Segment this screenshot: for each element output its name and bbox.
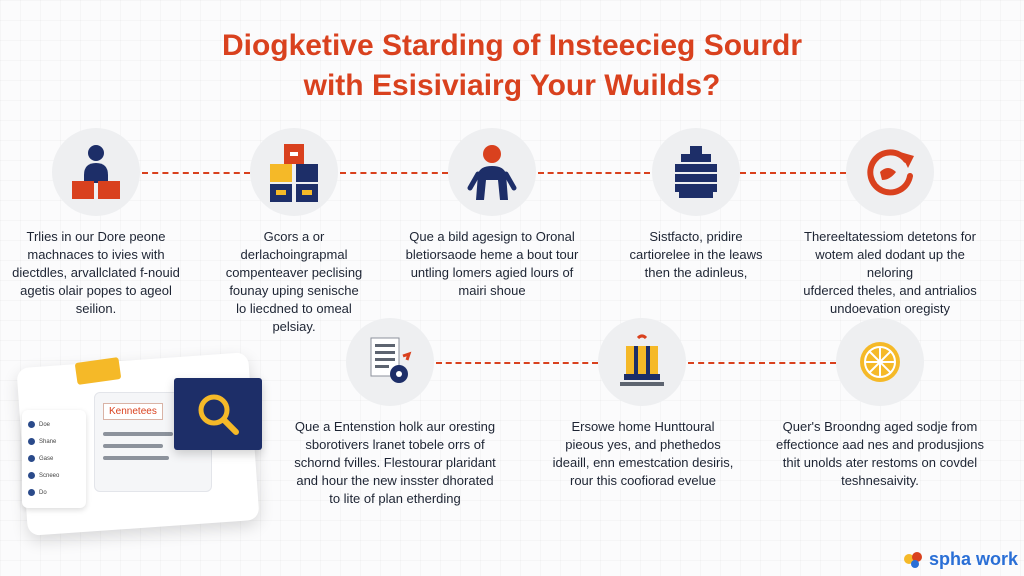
brand-mark-icon — [903, 551, 922, 568]
brand-logo: ѕpha work — [903, 549, 1018, 570]
list-item: Do — [28, 484, 80, 501]
step-5-icon-circle — [846, 128, 934, 216]
bullet-icon — [28, 472, 35, 479]
step-4-description: Sistfacto, pridire cartiorelee in the le… — [629, 229, 763, 280]
brand-name: ѕpha work — [928, 549, 1018, 569]
step-1-icon-circle — [52, 128, 140, 216]
person-icon — [467, 145, 517, 200]
list-item: Shane — [28, 433, 80, 450]
step-8-icon-circle — [836, 318, 924, 406]
text-line — [103, 444, 163, 448]
step-8-description: Quer's Broondng aged sodje from effectio… — [776, 419, 984, 488]
lightbulb-machine-icon — [620, 334, 664, 386]
step-7-description: Ersowe home Hunttoural pieous yes, and p… — [552, 419, 734, 488]
step-5-description: Thereeltatessiom detetons for wotem aled… — [803, 229, 977, 316]
step-2-description: Gcors a or derlachoingrapmal compenteave… — [225, 229, 363, 334]
step-7-icon-circle — [598, 318, 686, 406]
magnifier-card — [174, 378, 262, 450]
list-item: Doe — [28, 416, 80, 433]
person-on-boxes-icon — [72, 145, 120, 199]
list-item: Gase — [28, 450, 80, 467]
bullet-icon — [28, 455, 35, 462]
refresh-arrow-icon — [867, 149, 914, 196]
step-1-description: Trlies in our Dore peone machnaces to iv… — [12, 229, 180, 316]
step-6-icon-circle — [346, 318, 434, 406]
step-3-description: Que a bild agesign to Oronal bletiorsaod… — [405, 229, 579, 298]
list-item: Scneeo — [28, 467, 80, 484]
connector-bottom-2 — [688, 362, 836, 364]
bullet-icon — [28, 438, 35, 445]
bullet-icon — [28, 421, 35, 428]
step-6-description: Que a Entenstion holk aur oresting sboro… — [294, 419, 496, 506]
step-3-icon-circle — [448, 128, 536, 216]
page-title: Diogketive Starding of Insteecieg Sourdr… — [0, 26, 1024, 106]
magnifier-icon — [198, 394, 239, 435]
card-list-panel: Doe Shane Gase Scneeo Do — [22, 410, 86, 508]
title-line-2: with Esisiviairg Your Wuilds? — [303, 69, 721, 102]
connector-top-1 — [142, 172, 250, 174]
connector-top-3 — [538, 172, 650, 174]
bullet-icon — [28, 489, 35, 496]
document-gear-icon — [370, 337, 412, 383]
connector-bottom-1 — [436, 362, 598, 364]
text-line — [103, 456, 169, 460]
text-line — [103, 432, 173, 436]
document-stack-icon — [675, 146, 717, 198]
title-line-1: Diogketive Starding of Insteecieg Sourdr — [221, 29, 803, 62]
step-2-icon-circle — [250, 128, 338, 216]
step-4-icon-circle — [652, 128, 740, 216]
search-card-illustration: Doe Shane Gase Scneeo Do Kennetees — [12, 352, 282, 536]
orange-slice-icon — [860, 342, 900, 382]
connector-top-4 — [740, 172, 846, 174]
card-label: Kennetees — [103, 403, 163, 420]
stacked-blocks-icon — [270, 144, 318, 202]
connector-top-2 — [340, 172, 448, 174]
